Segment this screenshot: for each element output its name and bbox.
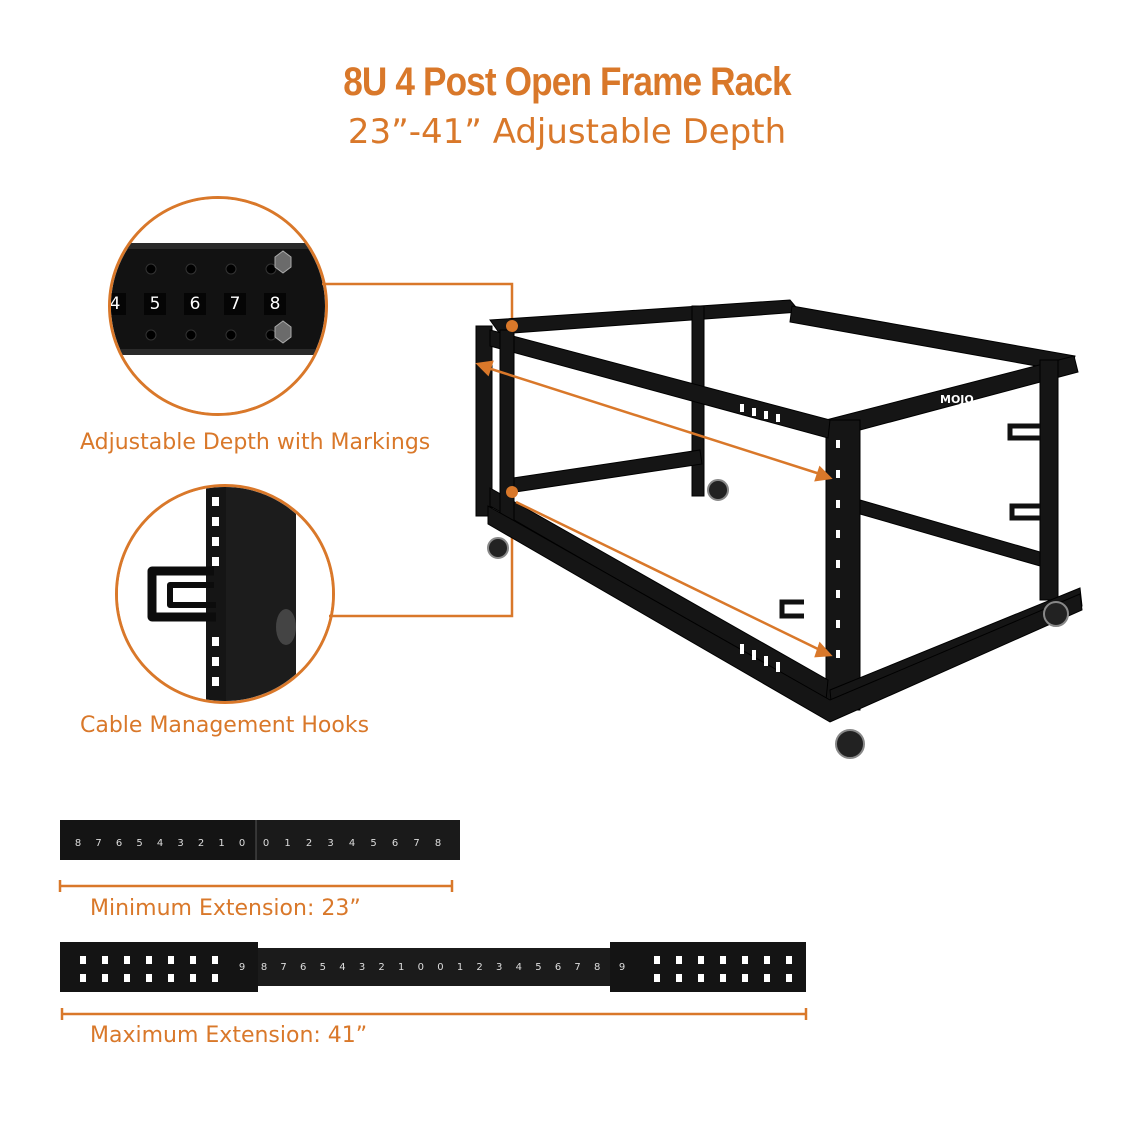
zoom-circle-depth-markings: 4 5 6 7 8 [108, 196, 328, 416]
zoom-circle-cable-hooks [115, 484, 335, 704]
rail-min-right-mark-5: 5 [370, 838, 376, 849]
caption-adjustable-depth: Adjustable Depth with Markings [80, 430, 431, 455]
rail-max-mark-9: 0 [437, 962, 443, 973]
cable-hook-closeup [118, 487, 332, 701]
zoom-marking-3: 7 [230, 294, 241, 314]
dimension-line-max [60, 1008, 808, 1020]
caption-minimum-extension: Minimum Extension: 23” [90, 896, 361, 921]
rail-min-left-mark-5: 3 [177, 838, 183, 849]
rail-min-right-mark-4: 4 [349, 838, 355, 849]
rail-max-end-mark-1: 9 [619, 962, 625, 973]
rail-min-right-mark-6: 6 [392, 838, 398, 849]
hook-icon [147, 566, 216, 622]
rail-max-mark-5: 3 [359, 962, 365, 973]
rail-max-mark-4: 4 [339, 962, 345, 973]
rail-maximum-extension: 8 7 6 5 4 3 2 1 0 0 1 2 3 4 5 6 7 8 9 9 [60, 942, 806, 992]
caption-cable-hooks: Cable Management Hooks [80, 713, 370, 738]
rail-max-mark-6: 2 [378, 962, 384, 973]
dimension-line-min [58, 880, 454, 892]
rail-min-right-mark-2: 2 [306, 838, 312, 849]
page-title: 8U 4 Post Open Frame Rack [343, 60, 791, 104]
rail-max-mark-10: 1 [457, 962, 463, 973]
rail-minimum-extension: 8 7 6 5 4 3 2 1 0 0 1 2 3 4 5 6 7 8 [60, 820, 460, 860]
rail-min-left-mark-3: 5 [136, 838, 142, 849]
caption-maximum-extension: Maximum Extension: 41” [90, 1023, 368, 1048]
rail-max-mark-13: 4 [516, 962, 522, 973]
rail-max-mark-1: 7 [280, 962, 286, 973]
rail-max-mark-12: 3 [496, 962, 502, 973]
zoom-marking-2: 6 [190, 294, 201, 314]
page-subtitle: 23”-41” Adjustable Depth [347, 112, 787, 152]
zoom-marking-4: 8 [270, 294, 281, 314]
depth-bolt-icon [274, 250, 292, 344]
rail-max-mark-3: 5 [320, 962, 326, 973]
rail-min-right-mark-1: 1 [284, 838, 290, 849]
rail-min-left-mark-8: 0 [239, 838, 245, 849]
rail-min-left-mark-1: 7 [95, 838, 101, 849]
zoom-marking-1: 5 [150, 294, 161, 314]
rail-max-mark-17: 8 [594, 962, 600, 973]
rail-min-left-mark-2: 6 [116, 838, 122, 849]
rail-min-right-mark-0: 0 [263, 838, 269, 849]
rail-max-mark-11: 2 [476, 962, 482, 973]
rail-max-mark-14: 5 [535, 962, 541, 973]
rail-min-right-mark-3: 3 [327, 838, 333, 849]
rail-max-mark-8: 0 [418, 962, 424, 973]
rail-min-left-mark-0: 8 [75, 838, 81, 849]
rail-min-right-mark-8: 8 [435, 838, 441, 849]
rail-max-mark-2: 6 [300, 962, 306, 973]
zoom-marking-0: 4 [111, 294, 120, 314]
rail-max-mark-15: 6 [555, 962, 561, 973]
rail-max-mark-16: 7 [574, 962, 580, 973]
rail-max-mark-7: 1 [398, 962, 404, 973]
rail-min-left-mark-6: 2 [198, 838, 204, 849]
brand-logo: MOJO [940, 393, 974, 406]
depth-markings-closeup: 4 5 6 7 8 [111, 199, 325, 413]
rail-min-left-mark-7: 1 [218, 838, 224, 849]
rail-min-right-mark-7: 7 [413, 838, 419, 849]
rail-min-left-mark-4: 4 [157, 838, 163, 849]
rail-max-mark-0: 8 [261, 962, 267, 973]
rail-max-end-mark-0: 9 [239, 962, 245, 973]
